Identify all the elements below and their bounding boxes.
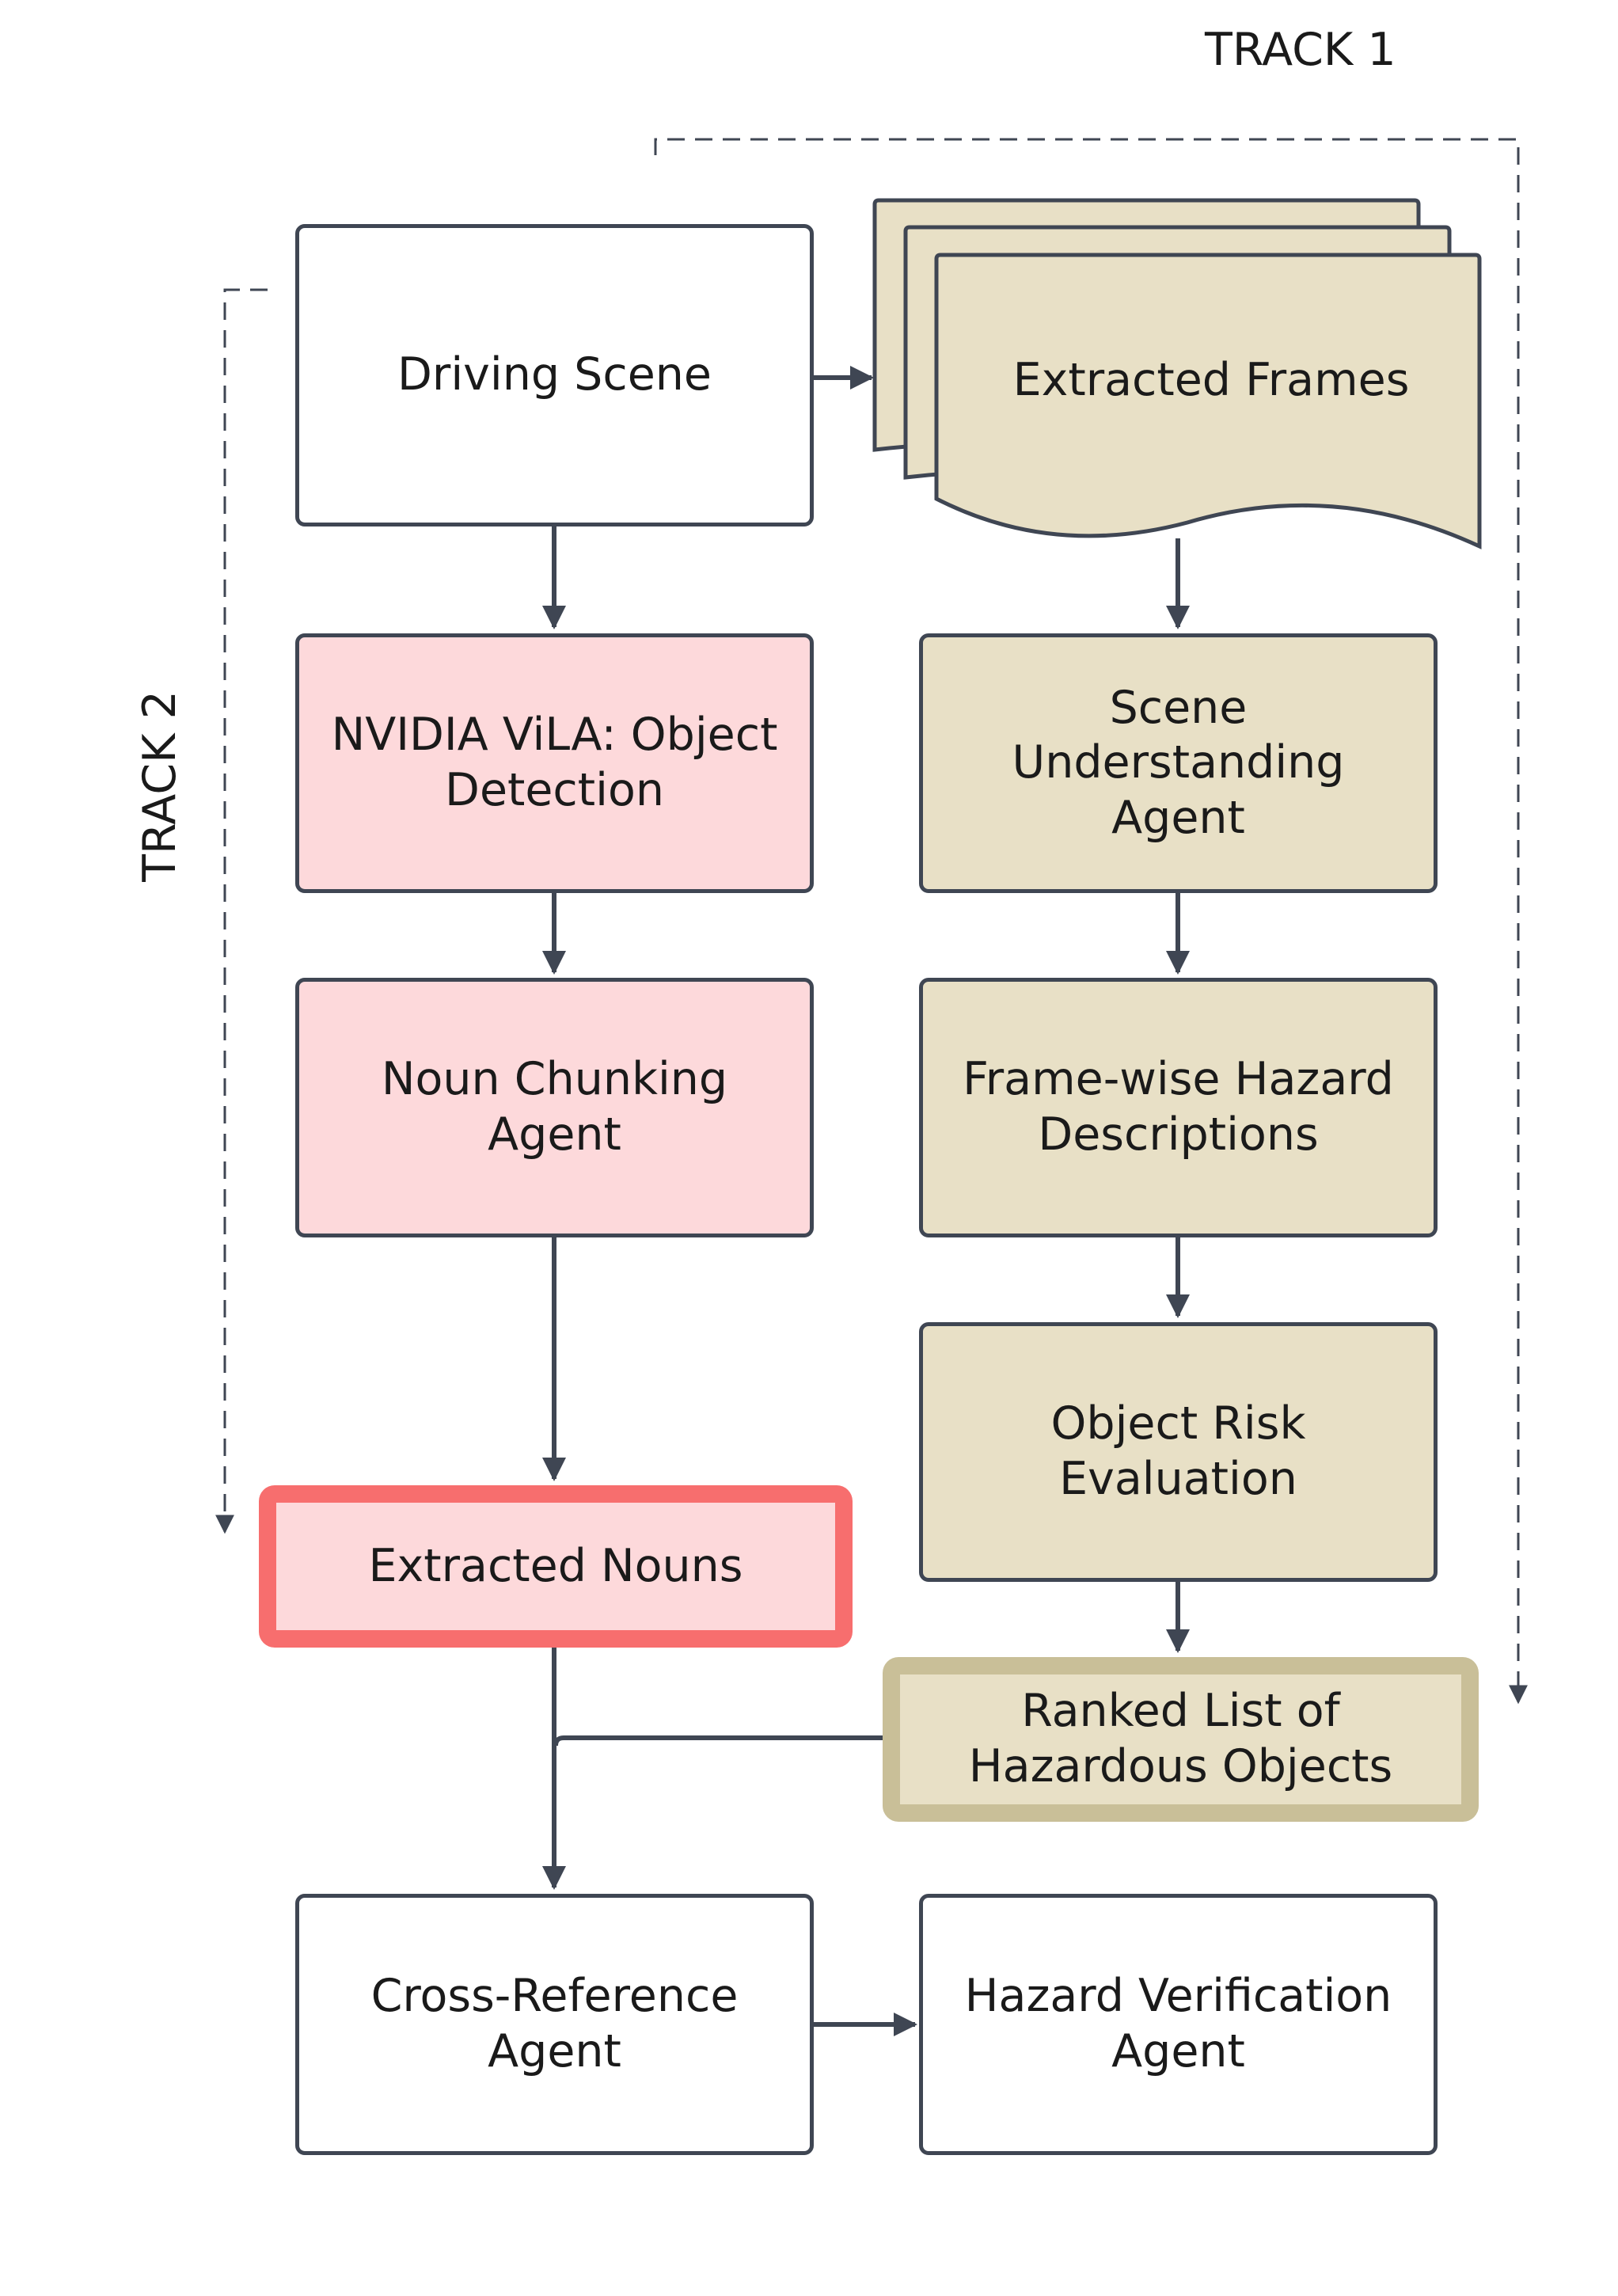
ranked-list-node: Ranked List of Hazardous Objects [883, 1657, 1479, 1822]
extracted-frames-shape [872, 198, 1482, 549]
framewise-hazard-node: Frame-wise Hazard Descriptions [919, 978, 1438, 1237]
hazard-verification-label: Hazard Verification Agent [964, 1970, 1392, 2077]
object-risk-label: Object Risk Evaluation [1050, 1397, 1306, 1505]
track2-label: TRACK 2 [134, 690, 186, 882]
vila-detection-label: NVIDIA ViLA: Object Detection [331, 709, 778, 816]
noun-chunking-label: Noun Chunking Agent [381, 1053, 728, 1161]
track2-dashed-route [215, 288, 268, 1534]
vila-detection-node: NVIDIA ViLA: Object Detection [295, 633, 814, 893]
track1-dashed-route [654, 138, 1528, 1705]
noun-chunking-node: Noun Chunking Agent [295, 978, 814, 1237]
scene-understanding-node: Scene Understanding Agent [919, 633, 1438, 893]
framewise-hazard-label: Frame-wise Hazard Descriptions [963, 1053, 1394, 1161]
extracted-frames-label: Extracted Frames [1012, 354, 1410, 406]
scene-understanding-label: Scene Understanding Agent [1012, 681, 1345, 844]
ranked-list-label: Ranked List of Hazardous Objects [968, 1685, 1393, 1792]
extracted-nouns-node: Extracted Nouns [259, 1485, 853, 1648]
driving-scene-node: Driving Scene [295, 224, 814, 526]
connector-ranked-to-merge [553, 1735, 884, 1747]
hazard-verification-node: Hazard Verification Agent [919, 1894, 1438, 2155]
cross-reference-node: Cross-Reference Agent [295, 1894, 814, 2155]
track1-label: TRACK 1 [1205, 24, 1396, 76]
object-risk-node: Object Risk Evaluation [919, 1322, 1438, 1582]
cross-reference-label: Cross-Reference Agent [370, 1970, 739, 2077]
extracted-nouns-label: Extracted Nouns [368, 1539, 743, 1592]
driving-scene-label: Driving Scene [397, 348, 712, 401]
